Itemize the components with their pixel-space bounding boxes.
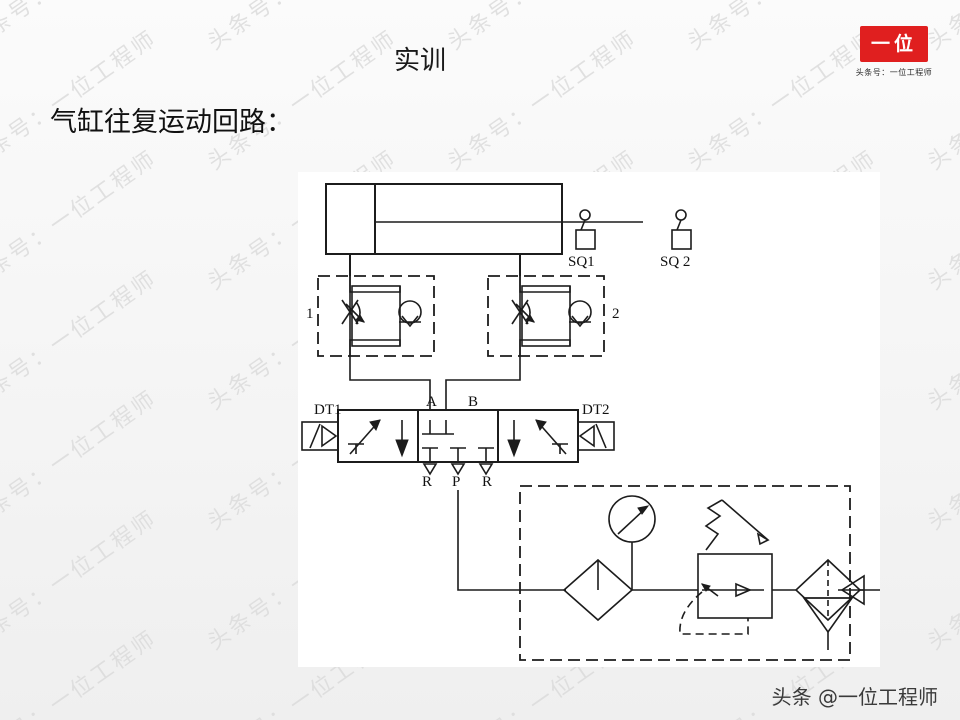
port-b-label: B: [468, 394, 478, 410]
supply-line-p-to-frl: [457, 490, 566, 591]
pneumatic-circuit-panel: SQ1 SQ 2 1: [298, 172, 880, 667]
pressure-regulator-symbol: [679, 499, 773, 635]
port-p-label: P: [452, 474, 460, 490]
solenoid-dt1: DT1: [301, 402, 342, 451]
lines-valves-to-directional-valve: [349, 366, 521, 410]
brand-logo-box: 一位: [860, 26, 928, 62]
pressure-gauge-symbol: [608, 495, 656, 590]
footer-attribution: 头条 @一位工程师: [771, 685, 938, 709]
flow-control-valve-1: 1: [306, 275, 435, 366]
solenoid-dt2-label: DT2: [582, 402, 610, 418]
flow-control-valve-2: 2: [487, 275, 620, 366]
air-service-unit-enclosure: [519, 485, 851, 661]
page-title: 实训: [393, 46, 446, 76]
air-filter-symbol: [562, 558, 634, 622]
flow-control-valve-1-label: 1: [306, 306, 314, 322]
directional-control-valve: DT1 DT2 A B R P R: [301, 394, 615, 490]
cylinder-symbol: [325, 183, 643, 276]
port-r-right-label: R: [482, 474, 492, 490]
flow-control-valve-2-label: 2: [612, 306, 620, 322]
limit-switch-sq2-label: SQ 2: [660, 254, 690, 270]
solenoid-dt1-label: DT1: [314, 402, 342, 418]
brand-logo: 一位 头条号：一位工程师: [846, 26, 942, 78]
limit-switch-sq1: SQ1: [568, 209, 596, 270]
solenoid-dt2: DT2: [577, 402, 615, 451]
section-subtitle: 气缸往复运动回路：: [50, 107, 293, 138]
brand-caption: 头条号：一位工程师: [855, 68, 933, 77]
port-a-label: A: [426, 394, 437, 410]
limit-switch-sq2: SQ 2: [660, 209, 692, 270]
port-r-left-label: R: [422, 474, 432, 490]
limit-switch-sq1-label: SQ1: [568, 254, 595, 270]
